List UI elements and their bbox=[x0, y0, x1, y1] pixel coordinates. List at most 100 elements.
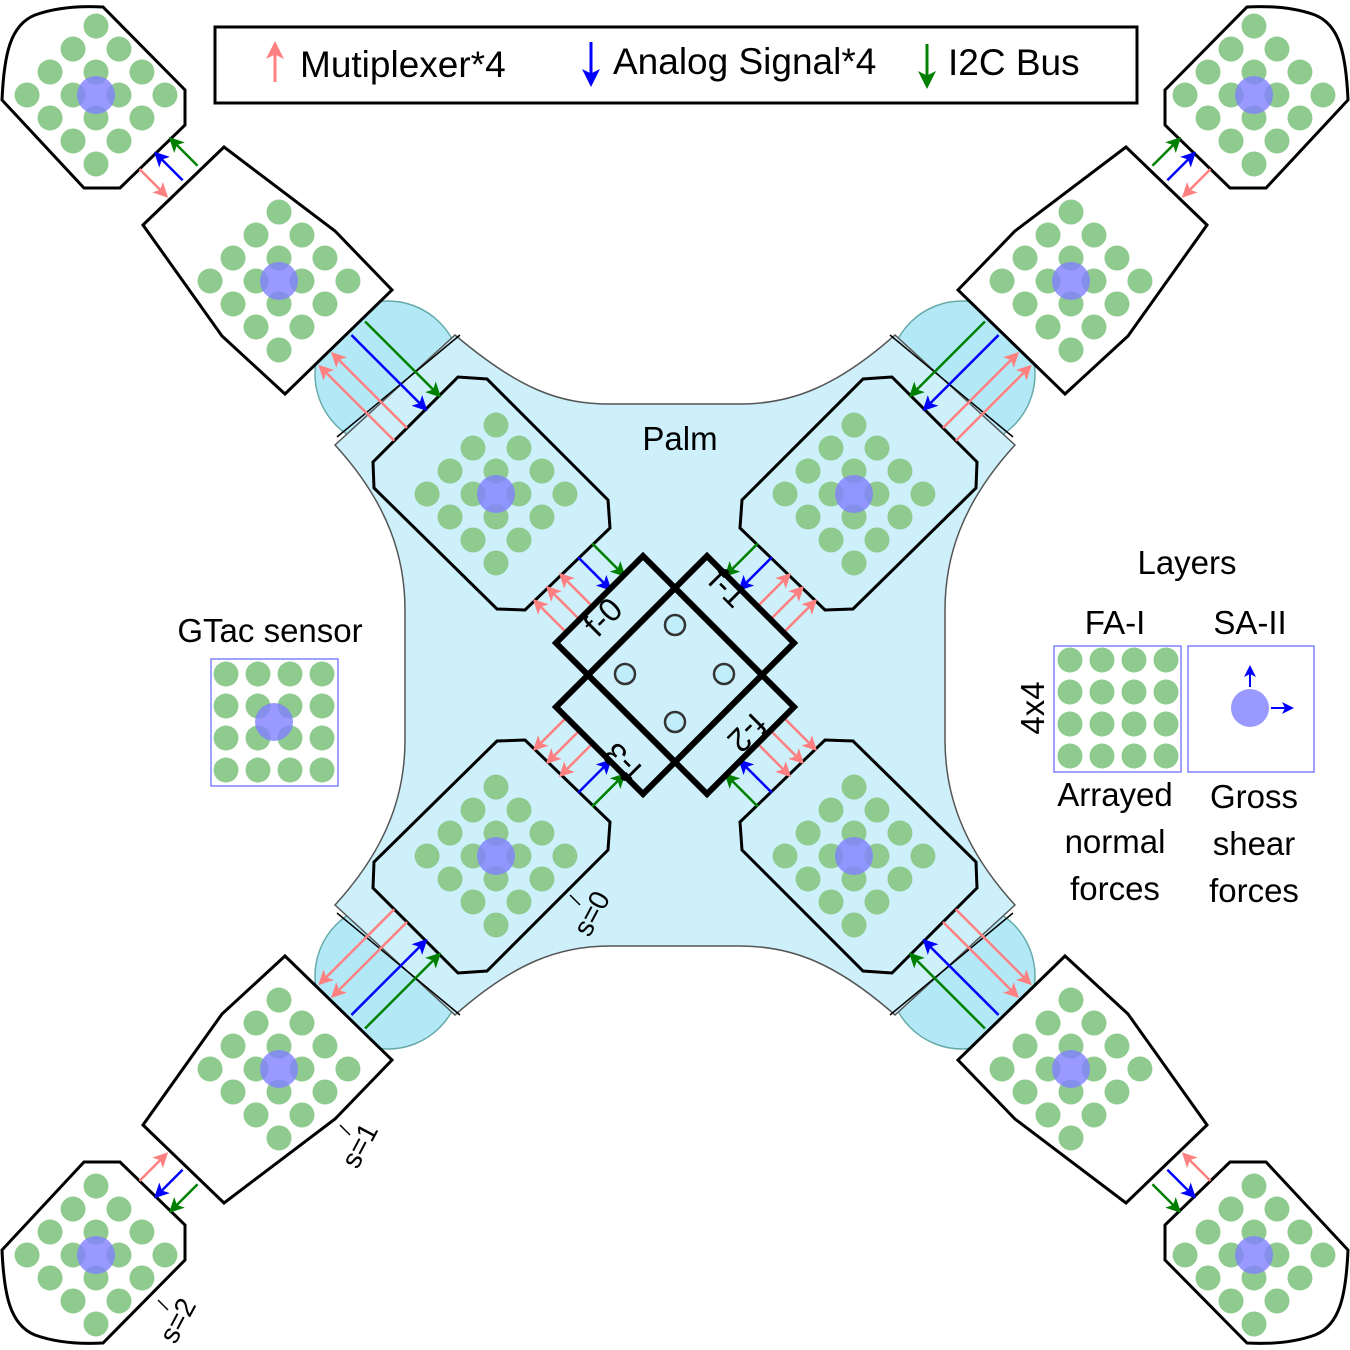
fa-taxel bbox=[483, 774, 509, 800]
fa-taxel bbox=[414, 481, 440, 507]
fa-taxel bbox=[887, 458, 913, 484]
fa-taxel bbox=[277, 757, 303, 783]
fa-taxel bbox=[1058, 1125, 1084, 1151]
i2c-bus-arrow bbox=[168, 1183, 199, 1213]
block-f-0 bbox=[551, 551, 680, 680]
fa-taxel bbox=[1287, 1219, 1313, 1245]
fa-taxel bbox=[506, 527, 532, 553]
mount-hole bbox=[663, 710, 687, 734]
fa-taxel bbox=[289, 222, 315, 248]
fa-taxel bbox=[1012, 1033, 1038, 1059]
fa-taxel bbox=[437, 820, 463, 846]
fa-taxel bbox=[312, 1079, 338, 1105]
gtac-sensor-legend: GTac sensor bbox=[177, 612, 363, 787]
fa-taxel bbox=[266, 1125, 292, 1151]
fa-taxel bbox=[309, 725, 335, 751]
fa-taxel bbox=[106, 1288, 132, 1314]
finger-3 bbox=[0, 716, 626, 1345]
fa-taxel bbox=[795, 866, 821, 892]
fa-taxel bbox=[1058, 337, 1084, 363]
fa-taxel bbox=[1218, 128, 1244, 154]
fa-taxel bbox=[1035, 314, 1061, 340]
mount-hole bbox=[712, 662, 736, 686]
fa-taxel bbox=[197, 1056, 223, 1082]
fa-taxel bbox=[245, 757, 271, 783]
fa-taxel bbox=[1218, 1196, 1244, 1222]
fa-taxel bbox=[106, 1196, 132, 1222]
i2c-bus-arrow bbox=[168, 137, 199, 167]
fa-desc-2: normal bbox=[1065, 823, 1166, 860]
multiplexer-arrow bbox=[769, 585, 805, 621]
fa-taxel bbox=[1089, 743, 1115, 769]
sa-taxel bbox=[1052, 1050, 1090, 1088]
layers-legend: Layers FA-I SA-II 4x4 Arrayed normal for… bbox=[1014, 544, 1315, 909]
fa-taxel bbox=[60, 36, 86, 62]
fa-taxel bbox=[1195, 59, 1221, 85]
analog-signal-arrow bbox=[1166, 1168, 1197, 1199]
analog-signal-arrow bbox=[577, 556, 612, 591]
fa-taxel bbox=[483, 550, 509, 576]
fa-taxel bbox=[1287, 1265, 1313, 1291]
fa-desc-3: forces bbox=[1070, 870, 1160, 907]
fa-taxel bbox=[414, 843, 440, 869]
fa-taxel bbox=[37, 59, 63, 85]
fa-taxel bbox=[841, 550, 867, 576]
gtac-title: GTac sensor bbox=[177, 612, 362, 649]
analog-signal-arrow bbox=[153, 151, 184, 182]
fa-taxel bbox=[1081, 1010, 1107, 1036]
fa-taxel bbox=[1081, 1102, 1107, 1128]
fa-taxel bbox=[1081, 222, 1107, 248]
analog-signal-arrow bbox=[350, 334, 428, 412]
fa-taxel bbox=[1057, 679, 1083, 705]
multiplexer-arrow bbox=[318, 908, 396, 986]
fa-taxel bbox=[243, 314, 269, 340]
fa-taxel bbox=[1089, 647, 1115, 673]
fa-taxel bbox=[818, 889, 844, 915]
fa-taxel bbox=[1104, 1079, 1130, 1105]
sa-desc-2: shear bbox=[1213, 825, 1296, 862]
fa-taxel bbox=[277, 661, 303, 687]
fa-taxel bbox=[83, 1173, 109, 1199]
multiplexer-arrow bbox=[756, 572, 792, 608]
fa-taxel bbox=[887, 820, 913, 846]
fa-taxel bbox=[506, 797, 532, 823]
fa-taxel bbox=[197, 268, 223, 294]
sa-taxel bbox=[260, 262, 298, 300]
fa-taxel bbox=[864, 797, 890, 823]
fa-taxel bbox=[1127, 1056, 1153, 1082]
fa-taxel bbox=[1172, 1242, 1198, 1268]
sa-taxel bbox=[77, 1236, 115, 1274]
block-f-2 bbox=[670, 670, 799, 799]
fa-taxel bbox=[1195, 1219, 1221, 1245]
fa-taxel bbox=[37, 1219, 63, 1245]
fa-taxel bbox=[152, 1242, 178, 1268]
analog-signal-arrow bbox=[577, 759, 612, 794]
fa-taxel bbox=[437, 866, 463, 892]
fa-taxel bbox=[1104, 1033, 1130, 1059]
fa-taxel bbox=[529, 458, 555, 484]
finger-1 bbox=[724, 5, 1350, 634]
fa-taxel bbox=[1264, 36, 1290, 62]
fa-taxel bbox=[460, 889, 486, 915]
multiplexer-arrow bbox=[954, 908, 1032, 986]
fa-taxel bbox=[1012, 1079, 1038, 1105]
multiplexer-arrow bbox=[769, 729, 805, 765]
fa-taxel bbox=[14, 82, 40, 108]
multiplexer-arrow bbox=[558, 742, 594, 778]
fa-taxel bbox=[1264, 1288, 1290, 1314]
fa-taxel bbox=[864, 889, 890, 915]
multiplexer-arrow bbox=[330, 921, 408, 999]
fa-taxel bbox=[1121, 679, 1147, 705]
fa-taxel bbox=[483, 912, 509, 938]
fa-taxel bbox=[129, 59, 155, 85]
multiplexer-arrow bbox=[545, 585, 581, 621]
mount-hole bbox=[613, 662, 637, 686]
fa-taxel bbox=[60, 1196, 86, 1222]
multiplexer-arrow bbox=[318, 364, 396, 442]
fa-taxel bbox=[106, 36, 132, 62]
label-s-1: s=1 bbox=[335, 1118, 384, 1173]
fa-taxel bbox=[529, 820, 555, 846]
fa-taxel bbox=[795, 820, 821, 846]
legend-i2c-bus: I2C Bus bbox=[948, 42, 1080, 83]
block-f-1 bbox=[670, 551, 799, 680]
